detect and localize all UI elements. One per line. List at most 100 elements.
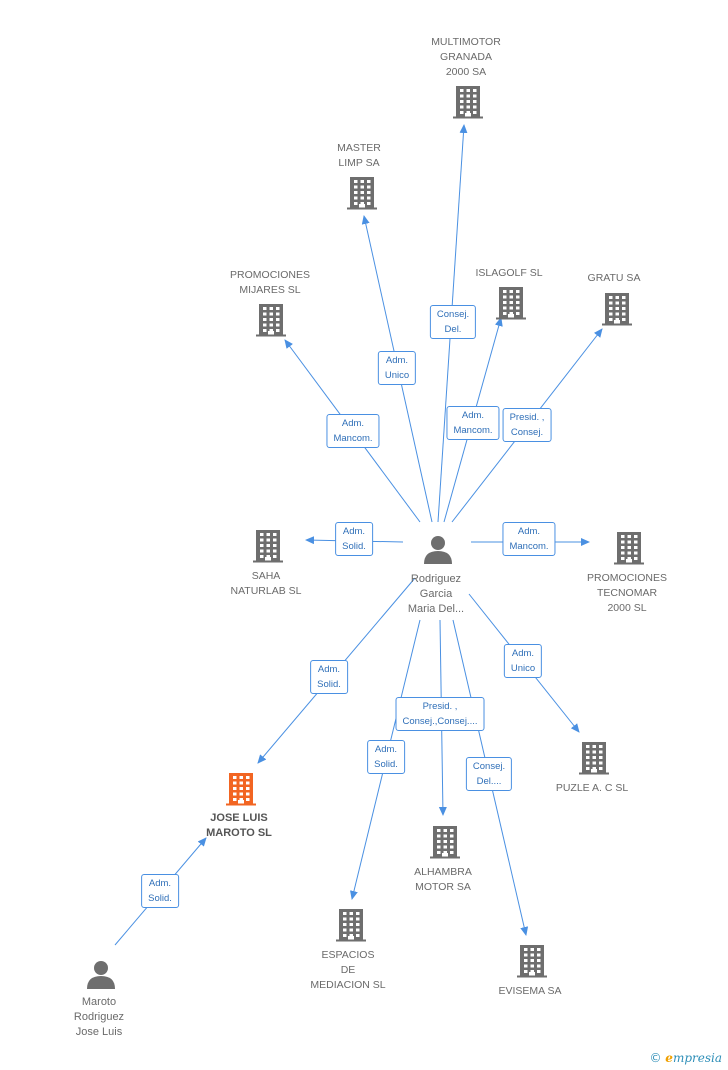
edge-label-line-1: Adm.	[317, 664, 341, 675]
company-label-evisema-line-1: EVISEMA SA	[498, 985, 562, 997]
building-icon-gratu[interactable]	[602, 293, 632, 326]
edge-label-line-2: Solid.	[374, 759, 398, 770]
building-icon-islagolf[interactable]	[496, 287, 526, 320]
company-label-joseluis[interactable]: JOSE LUIS MAROTO SL	[164, 811, 314, 841]
edge-label-puzle[interactable]: Adm. Unico	[503, 644, 543, 678]
company-label-promotecnomar-line-1: PROMOCIONES	[587, 572, 667, 584]
edge-label-line-1: Adm.	[385, 355, 409, 366]
edge-label-line-1: Adm.	[374, 744, 398, 755]
company-label-promotecnomar[interactable]: PROMOCIONES TECNOMAR 2000 SL	[552, 571, 702, 616]
edge-label-espacios[interactable]: Adm. Solid.	[367, 740, 405, 774]
company-label-islagolf[interactable]: ISLAGOLF SL	[434, 266, 584, 281]
edge-label-line-1: Adm.	[342, 526, 366, 537]
copyright-symbol: ©	[649, 1051, 662, 1065]
company-label-espacios-line-1: ESPACIOS	[321, 949, 375, 961]
edge-label-line-1: Consej.	[472, 761, 506, 772]
edge-label-joseluis-from-maroto[interactable]: Adm. Solid.	[141, 874, 179, 908]
company-label-joseluis-line-1: JOSE LUIS	[210, 812, 268, 824]
company-label-promotecnomar-line-2: TECNOMAR	[596, 587, 658, 599]
edge-label-line-1: Adm.	[511, 648, 535, 659]
company-label-multimotor-line-3: 2000 SA	[445, 66, 487, 78]
company-label-alhambra[interactable]: ALHAMBRA MOTOR SA	[368, 865, 518, 895]
person-label-center-line-2: Garcia	[419, 588, 453, 600]
company-label-saha-line-1: SAHA	[251, 570, 281, 582]
building-icon-espacios[interactable]	[336, 909, 366, 942]
edge-label-line-2: Del.	[444, 324, 462, 335]
edge-label-line-2: Mancom.	[453, 425, 493, 436]
building-icon-multimotor[interactable]	[453, 86, 483, 119]
company-label-saha-line-2: NATURLAB SL	[230, 585, 302, 597]
company-label-espacios-line-2: DE	[340, 964, 356, 976]
edge-label-line-1: Adm.	[461, 410, 485, 421]
company-label-alhambra-line-2: MOTOR SA	[415, 881, 471, 893]
building-icon-promomijares[interactable]	[256, 304, 286, 337]
edge-label-line-1: Presid. ,	[422, 701, 458, 712]
edge-label-saha[interactable]: Adm. Solid.	[335, 522, 373, 556]
edge-label-line-1: Presid. ,	[509, 412, 545, 423]
company-label-promomijares-line-1: PROMOCIONES	[230, 269, 310, 281]
company-label-promotecnomar-line-3: 2000 SL	[607, 602, 647, 614]
company-label-alhambra-line-1: ALHAMBRA	[414, 866, 472, 878]
edge-label-alhambra[interactable]: Presid. , Consej.,Consej....	[395, 697, 485, 731]
person-label-center-line-3: Maria Del...	[407, 603, 465, 615]
company-label-masterlimp-line-1: MASTER	[337, 142, 381, 154]
company-label-multimotor[interactable]: MULTIMOTOR GRANADA 2000 SA	[391, 35, 541, 80]
company-label-multimotor-line-2: GRANADA	[440, 51, 492, 63]
company-label-saha[interactable]: SAHA NATURLAB SL	[191, 569, 341, 599]
edge-label-line-2: Unico	[384, 370, 410, 381]
edge-label-evisema[interactable]: Consej. Del....	[465, 757, 513, 791]
company-label-evisema[interactable]: EVISEMA SA	[455, 984, 605, 999]
edge-label-line-2: Mancom.	[333, 433, 373, 444]
company-label-promomijares[interactable]: PROMOCIONES MIJARES SL	[195, 268, 345, 298]
edge-label-gratu[interactable]: Presid. , Consej.	[502, 408, 552, 442]
edge-label-line-2: Solid.	[317, 679, 341, 690]
brand-name: mpresia	[672, 1051, 722, 1065]
edge-label-line-2: Solid.	[342, 541, 366, 552]
person-icon-maroto[interactable]	[87, 961, 115, 989]
edge-label-masterlimp[interactable]: Adm. Unico	[377, 351, 417, 385]
edge-label-joseluis[interactable]: Adm. Solid.	[310, 660, 348, 694]
company-label-multimotor-line-1: MULTIMOTOR	[431, 36, 501, 48]
edge-label-line-2: Del....	[476, 776, 502, 787]
edge-label-line-2: Mancom.	[509, 541, 549, 552]
building-icon-saha[interactable]	[253, 530, 283, 563]
company-label-puzle-line-1: PUZLE A. C SL	[555, 782, 629, 794]
person-label-maroto-line-2: Rodriguez	[73, 1011, 125, 1023]
edge-label-line-1: Adm.	[517, 526, 541, 537]
company-label-joseluis-line-2: MAROTO SL	[206, 827, 272, 839]
company-label-puzle[interactable]: PUZLE A. C SL	[517, 781, 667, 796]
edge-label-line-2: Unico	[510, 663, 536, 674]
company-label-gratu-line-1: GRATU SA	[587, 272, 641, 284]
company-label-masterlimp[interactable]: MASTER LIMP SA	[284, 141, 434, 171]
brand-initial: e	[665, 1051, 673, 1065]
company-label-espacios-line-3: MEDIACION SL	[310, 979, 386, 991]
edge-label-line-2: Consej.	[510, 427, 544, 438]
building-icon-joseluis[interactable]	[226, 773, 256, 806]
edge-label-promotecnomar[interactable]: Adm. Mancom.	[502, 522, 556, 556]
company-label-masterlimp-line-2: LIMP SA	[338, 157, 380, 169]
edge-label-islagolf[interactable]: Adm. Mancom.	[446, 406, 500, 440]
building-icon-promotecnomar[interactable]	[614, 532, 644, 565]
building-icon-masterlimp[interactable]	[347, 177, 377, 210]
building-icon-evisema[interactable]	[517, 945, 547, 978]
edge-label-multimotor[interactable]: Consej. Del.	[429, 305, 477, 339]
company-label-espacios[interactable]: ESPACIOS DE MEDIACION SL	[273, 948, 423, 993]
building-icon-alhambra[interactable]	[430, 826, 460, 859]
building-icon-puzle[interactable]	[579, 742, 609, 775]
empresia-watermark[interactable]: © empresia	[649, 1051, 722, 1065]
edge-label-line-2: Consej.,Consej....	[402, 716, 478, 727]
edge-label-line-1: Adm.	[148, 878, 172, 889]
company-label-promomijares-line-2: MIJARES SL	[239, 284, 301, 296]
edge-label-promomijares[interactable]: Adm. Mancom.	[326, 414, 380, 448]
person-label-center-line-1: Rodriguez	[410, 573, 462, 585]
person-icon-center[interactable]	[424, 536, 452, 564]
edge-label-line-1: Adm.	[341, 418, 365, 429]
edge-label-line-1: Consej.	[436, 309, 470, 320]
company-label-gratu[interactable]: GRATU SA	[539, 271, 689, 286]
person-label-maroto-line-1: Maroto	[81, 996, 117, 1008]
company-label-islagolf-line-1: ISLAGOLF SL	[475, 267, 543, 279]
person-label-maroto-line-3: Jose Luis	[75, 1026, 123, 1038]
edge-label-line-2: Solid.	[148, 893, 172, 904]
